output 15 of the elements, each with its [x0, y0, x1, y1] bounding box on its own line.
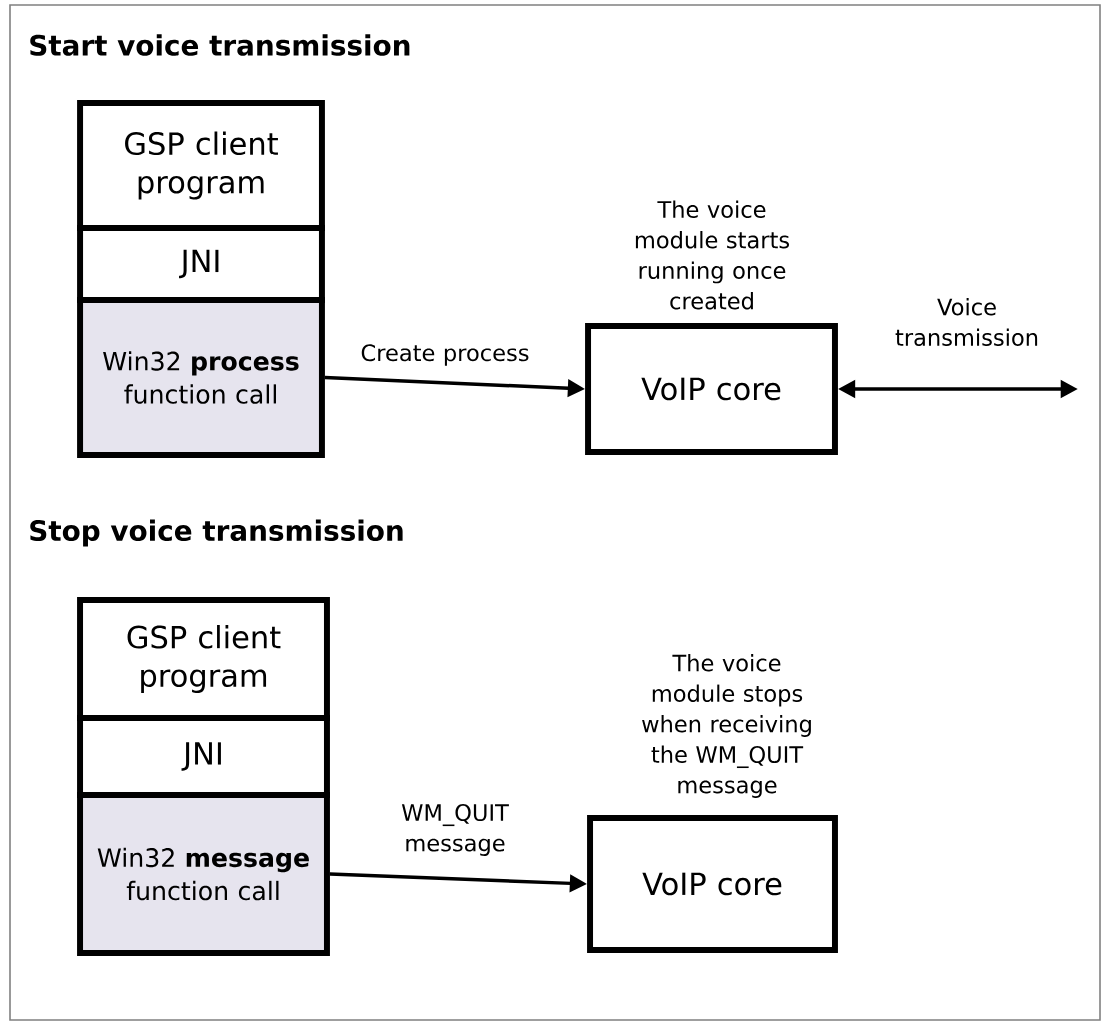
layer-box: GSP client program — [77, 100, 325, 231]
annotation-text: The voice module starts running once created — [635, 200, 790, 310]
edge-label: Voice transmission — [895, 298, 1038, 346]
layer-box: JNI — [77, 715, 330, 798]
process-box: VoIP core — [587, 815, 838, 953]
layer-box: Win32 message function call — [77, 792, 330, 956]
annotation-text: The voice module stops when receiving the WM_QUIT message — [642, 654, 811, 798]
layer-box: GSP client program — [77, 597, 330, 721]
section-heading: Stop voice transmission — [30, 519, 403, 547]
process-box: VoIP core — [585, 323, 838, 455]
section-heading: Start voice transmission — [30, 34, 410, 56]
edge-label: Create process — [361, 344, 529, 366]
layer-box: Win32 process function call — [77, 297, 325, 458]
layer-box: JNI — [77, 225, 325, 303]
edge-label: WM_QUIT message — [401, 804, 509, 856]
